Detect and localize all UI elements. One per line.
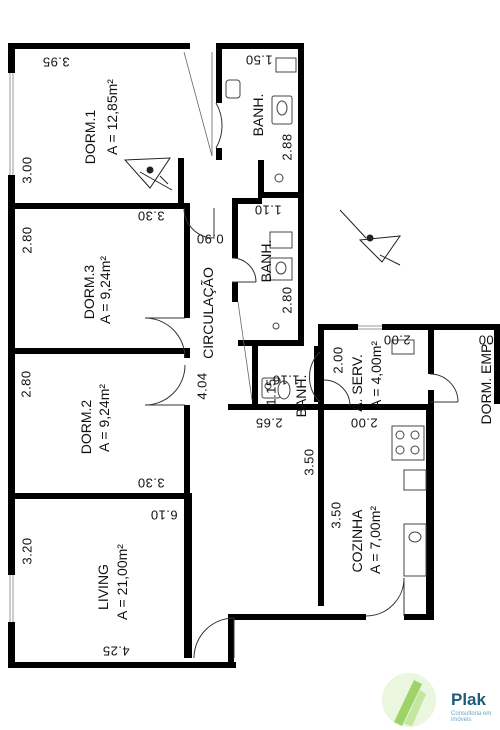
dim-2-00-aserv: 2.00: [330, 346, 346, 374]
dim-2-80-dorm3: 2.80: [19, 226, 35, 254]
room-name-banh2: BANH.: [258, 239, 274, 283]
dim-3-95: 3.95: [42, 54, 70, 70]
room-name-dorm3: DORM.3: [81, 264, 97, 320]
room-area-living: A = 21,00m²: [114, 544, 130, 620]
room-name-dorm1: DORM.1: [82, 109, 98, 165]
doors: [144, 102, 459, 659]
dim-3-50-cozinha: 3.50: [328, 501, 344, 529]
dim-2-00-aserv-top: 2.00: [383, 332, 411, 348]
dim-3-30-bottom: 3.30: [137, 475, 165, 491]
room-name-circulacao: CIRCULAÇÃO: [200, 267, 216, 359]
dim-2-80-dorm2: 2.80: [18, 370, 34, 398]
dim-3-00: 3.00: [19, 156, 35, 184]
room-name-banh1: BANH.: [250, 93, 266, 137]
dim-1-10: 1.10: [254, 202, 282, 218]
room-name-cozinha: COZINHA: [349, 509, 365, 573]
compass-rose-2: [339, 209, 402, 266]
room-name-dormemp: DORM. EMP.: [478, 341, 494, 425]
windows: [9, 73, 382, 622]
room-area-dorm3: A = 9,24m²: [97, 255, 113, 325]
bath-fixtures: [225, 57, 297, 400]
dim-3-30-top: 3.30: [137, 208, 165, 224]
kitchen-fixtures: [391, 339, 427, 577]
dim-3-20: 3.20: [19, 537, 35, 565]
room-area-aserv: A = 4,00m²: [368, 340, 384, 410]
compass-rose-1: [123, 157, 173, 191]
dim-4-04: 4.04: [194, 372, 210, 400]
room-name-aserv: A. SERV.: [349, 354, 365, 412]
dim-6-10: 6.10: [150, 507, 178, 523]
dim-2-88: 2.88: [279, 133, 295, 161]
dim-3-50-left: 3.50: [301, 448, 317, 476]
room-name-dorm2: DORM.2: [78, 399, 94, 455]
room-area-dorm1: A = 12,85m²: [104, 79, 120, 155]
dim-4-25: 4.25: [102, 643, 130, 659]
room-area-dorm2: A = 9,24m²: [96, 383, 112, 453]
walls: [8, 43, 500, 668]
hatch-lines: [183, 51, 253, 401]
room-name-living: LIVING: [95, 564, 111, 610]
dim-00-emp: .00: [478, 332, 498, 348]
dim-2-00-cozinha-top: 2.00: [350, 415, 378, 431]
dim-0-90: 0.90: [196, 231, 224, 247]
dim-2-80-bath2: 2.80: [279, 286, 295, 314]
room-area-cozinha: A = 7,00m²: [367, 505, 383, 575]
dim-1-50: 1.50: [245, 52, 273, 68]
logo-tagline: Consultoria em imóveis: [451, 711, 492, 723]
logo-name: Plak: [451, 690, 486, 709]
dim-2-65: 2.65: [255, 415, 283, 431]
dim-1-16: 1.16: [272, 372, 300, 388]
plak-logo-icon: [382, 673, 436, 727]
